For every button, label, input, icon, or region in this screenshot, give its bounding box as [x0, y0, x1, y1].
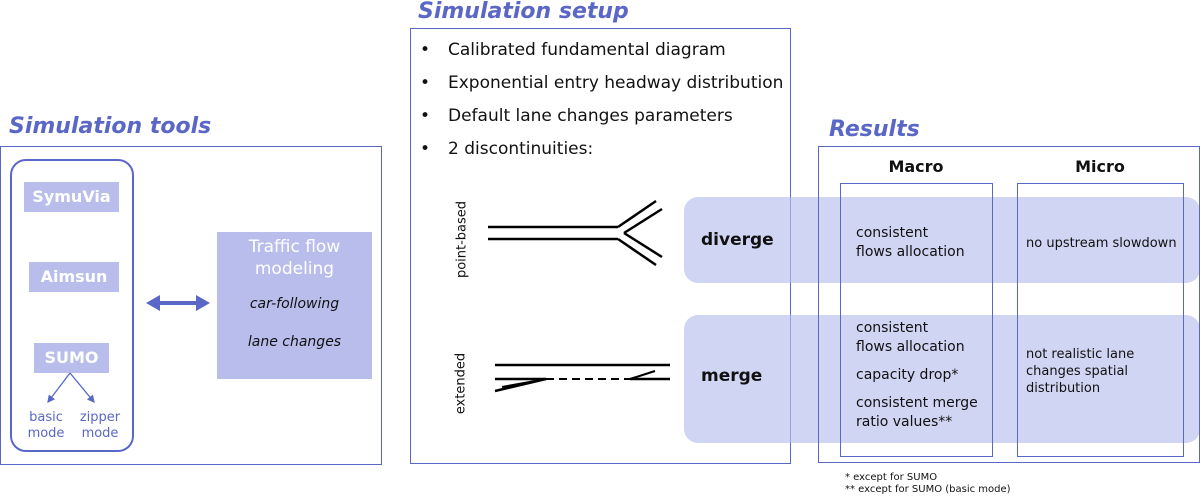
result-line: flows allocation — [856, 339, 965, 355]
sumo-mode-arrows — [47, 372, 95, 404]
merge-band — [684, 315, 1200, 443]
result-line: ratio values** — [856, 414, 953, 430]
double-arrow-icon — [146, 295, 210, 311]
result-line: capacity drop* — [856, 367, 959, 383]
setup-bullet: 2 discontinuities: — [410, 136, 783, 169]
results-title: Results — [829, 117, 920, 142]
setup-bullet: Exponential entry headway distribution — [410, 70, 783, 103]
micro-column-frame — [1017, 183, 1184, 457]
result-line: flows allocation — [856, 244, 965, 260]
diverge-band — [684, 197, 1200, 283]
simulation-setup-title: Simulation setup — [418, 0, 629, 24]
traffic-flow-car-following: car-following — [249, 296, 340, 312]
result-line: consistent — [856, 320, 929, 336]
tool-symuvia: SymuVia — [24, 182, 119, 212]
traffic-flow-modeling-box: Traffic flow modeling car-following lane… — [217, 232, 372, 379]
case-diverge: diverge — [701, 230, 774, 250]
result-line: changes spatial — [1026, 364, 1129, 379]
column-header-macro: Macro — [888, 157, 944, 176]
footnote: ** except for SUMO (basic mode) — [845, 484, 1011, 495]
sumo-mode-basic: basic mode — [27, 410, 65, 441]
simulation-tools-title: Simulation tools — [9, 114, 212, 139]
traffic-flow-lane-changes: lane changes — [247, 334, 342, 350]
case-merge: merge — [701, 366, 763, 386]
diverge-micro-result: no upstream slowdown — [1026, 236, 1177, 251]
merge-macro-result: consistent flows allocation capacity dro… — [856, 319, 978, 432]
tool-sumo: SUMO — [34, 343, 109, 373]
merge-road-diagram — [494, 363, 670, 393]
setup-bullet: Calibrated fundamental diagram — [410, 37, 783, 70]
diverge-road-diagram — [488, 199, 663, 267]
footnote: * except for SUMO — [845, 472, 938, 483]
traffic-flow-heading: Traffic flow modeling — [248, 237, 341, 279]
column-header-micro: Micro — [1075, 157, 1125, 176]
label-extended: extended — [453, 352, 469, 415]
setup-bullet: Default lane changes parameters — [410, 103, 783, 136]
result-line: consistent — [856, 225, 929, 241]
merge-micro-result: not realistic lane changes spatial distr… — [1026, 346, 1134, 397]
setup-bullet-list: Calibrated fundamental diagram Exponenti… — [410, 37, 783, 169]
macro-column-frame — [840, 183, 993, 457]
tools-list-frame — [10, 159, 134, 452]
tool-aimsun: Aimsun — [29, 262, 119, 292]
result-line: not realistic lane — [1026, 347, 1135, 362]
footnotes: * except for SUMO ** except for SUMO (ba… — [845, 472, 1011, 496]
simulation-tools-panel — [0, 146, 382, 465]
result-line: consistent merge — [856, 395, 978, 411]
diverge-macro-result: consistent flows allocation — [856, 224, 965, 262]
result-line: distribution — [1026, 381, 1101, 396]
label-point-based: point-based — [454, 200, 470, 279]
sumo-mode-zipper: zipper mode — [79, 410, 121, 441]
